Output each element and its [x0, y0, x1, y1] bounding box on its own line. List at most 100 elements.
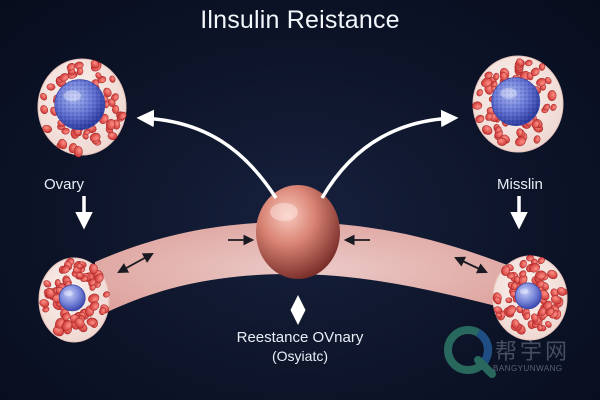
red-granule — [59, 73, 69, 82]
red-granule — [76, 272, 85, 279]
red-granule — [510, 282, 518, 291]
red-granule — [76, 263, 84, 270]
red-granule — [86, 317, 97, 326]
red-granule — [516, 58, 525, 67]
red-granule — [519, 270, 527, 278]
red-granule — [46, 83, 56, 91]
red-granule — [493, 72, 500, 81]
red-granule — [40, 105, 48, 115]
red-granule — [89, 263, 98, 275]
nucleus-highlight — [63, 290, 73, 297]
red-granule — [103, 87, 112, 98]
red-granule — [112, 104, 120, 114]
red-granule — [61, 127, 70, 135]
red-granule — [497, 137, 507, 146]
red-granule — [61, 319, 73, 331]
arrow-band-right-diagonal — [454, 256, 488, 274]
red-granule — [66, 62, 76, 71]
red-granule — [40, 92, 48, 101]
red-granule — [117, 111, 127, 121]
follicle-cell-top-left — [37, 58, 127, 158]
red-granule — [513, 275, 521, 284]
red-granule — [531, 119, 540, 129]
red-granule — [557, 287, 567, 296]
red-granule — [90, 60, 100, 69]
red-granule — [533, 135, 541, 144]
nucleus-texture — [54, 79, 105, 130]
red-granule — [45, 287, 55, 299]
arrow-curve-right — [320, 109, 459, 199]
red-granule — [58, 138, 68, 150]
red-granule — [89, 132, 101, 142]
red-granule — [95, 72, 102, 79]
nucleus-highlight — [519, 288, 529, 295]
red-granule — [505, 305, 517, 316]
red-granule — [543, 103, 551, 111]
red-granule — [83, 129, 91, 136]
label-center-line2: (Osyiatc) — [272, 348, 328, 364]
red-granule — [545, 321, 552, 328]
red-granule — [547, 90, 557, 102]
red-granule — [545, 307, 555, 317]
red-granule — [537, 257, 545, 265]
red-granule — [42, 124, 52, 133]
follicle-cell-bottom-right — [492, 255, 568, 341]
red-granule — [511, 319, 520, 329]
red-granule — [516, 305, 523, 314]
label-center-line1: Reestance OVnary — [236, 329, 364, 346]
red-granule — [493, 306, 503, 314]
watermark-subtext: BANGYUNWANG — [493, 364, 563, 373]
red-granule — [523, 312, 531, 320]
red-granule — [493, 296, 502, 305]
arrow-band-left-diagonal — [117, 252, 154, 274]
red-granule — [515, 136, 526, 147]
red-granule — [526, 255, 534, 262]
nucleus-highlight — [63, 90, 82, 102]
red-granule — [76, 67, 84, 76]
red-granule — [54, 279, 61, 287]
red-granule — [506, 272, 515, 279]
red-granule — [102, 291, 110, 298]
red-granule — [73, 145, 83, 158]
q-logo-icon — [444, 326, 496, 378]
cell-nucleus — [514, 282, 542, 310]
watermark-text: 帮宇网 — [495, 340, 571, 365]
red-granule — [505, 297, 513, 304]
red-granule — [530, 67, 540, 77]
red-granule — [501, 265, 511, 276]
red-granule — [538, 63, 546, 71]
red-granule — [472, 101, 483, 110]
label-misslin: Misslin — [497, 176, 543, 193]
red-granule — [550, 295, 562, 305]
nucleus-texture — [491, 77, 540, 126]
red-granule — [109, 75, 116, 83]
red-granule — [476, 89, 483, 97]
red-granule — [550, 103, 557, 111]
red-granule — [88, 278, 97, 286]
red-granule — [481, 77, 493, 88]
red-granule — [528, 263, 541, 273]
red-granule — [494, 126, 502, 134]
red-granule — [99, 306, 107, 316]
follicle-cell-bottom-left — [38, 257, 110, 343]
follicle-cell-top-right — [472, 55, 564, 153]
red-granule — [538, 307, 547, 317]
red-granule — [74, 317, 85, 329]
red-granule — [485, 112, 493, 121]
red-granule — [519, 259, 527, 269]
red-granule — [89, 301, 100, 311]
red-granule — [107, 132, 118, 141]
red-granule — [531, 313, 539, 323]
cell-nucleus — [58, 284, 86, 312]
red-granule — [94, 273, 104, 284]
diagram-title: Ilnsulin Reistance — [200, 6, 400, 34]
red-granule — [516, 128, 524, 138]
red-granule — [536, 77, 547, 87]
egg-highlight — [270, 203, 298, 221]
label-ovary: Ovary — [44, 176, 85, 193]
red-granule — [61, 265, 70, 274]
red-granule — [482, 125, 493, 135]
arrow-curve-left — [136, 109, 278, 199]
